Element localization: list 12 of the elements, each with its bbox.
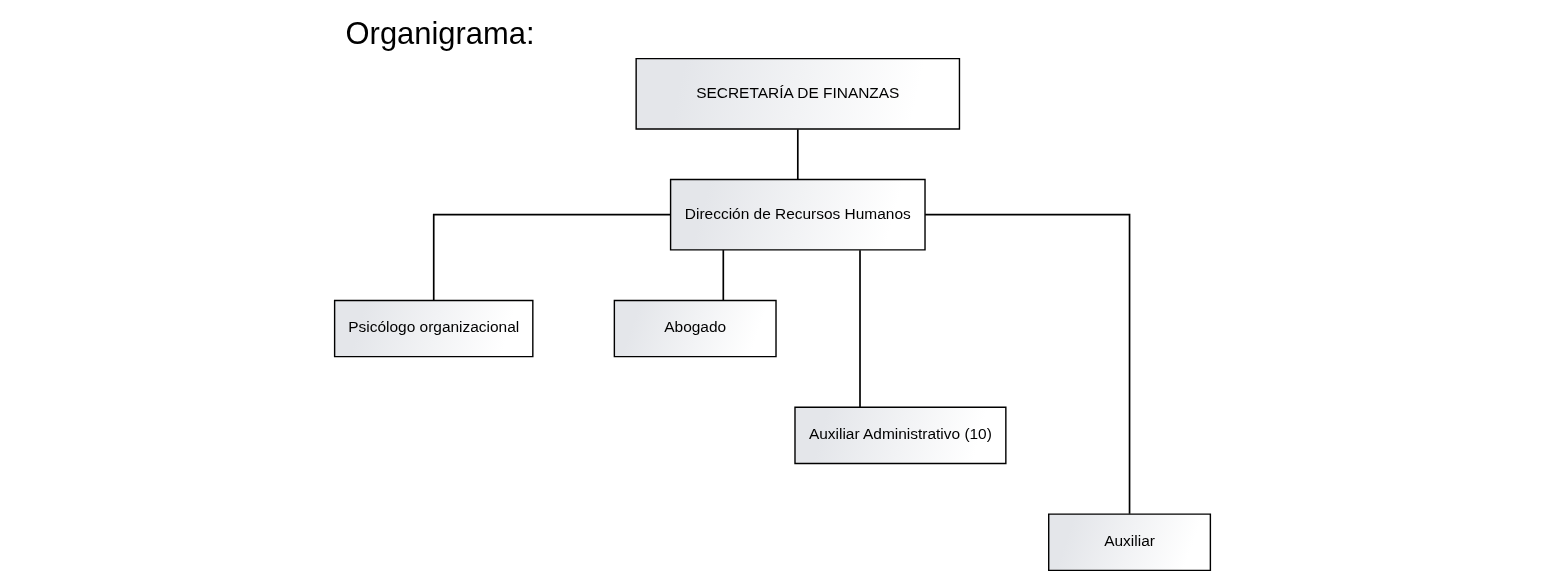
- node-box: Abogado: [613, 299, 777, 358]
- connector: [859, 249, 861, 408]
- connector: [722, 249, 725, 302]
- connector: [924, 213, 1131, 515]
- node-box: Auxiliar Administrativo (10): [794, 406, 1007, 465]
- node-box: Dirección de Recursos Humanos: [669, 178, 926, 251]
- diagram-title: Organigrama:: [345, 16, 535, 52]
- node-box: Auxiliar: [1048, 513, 1212, 572]
- node-box: SECRETARÍA DE FINANZAS: [635, 57, 961, 130]
- node-box: Psicólogo organizacional: [333, 299, 534, 358]
- connector: [796, 128, 799, 181]
- connector: [432, 213, 672, 302]
